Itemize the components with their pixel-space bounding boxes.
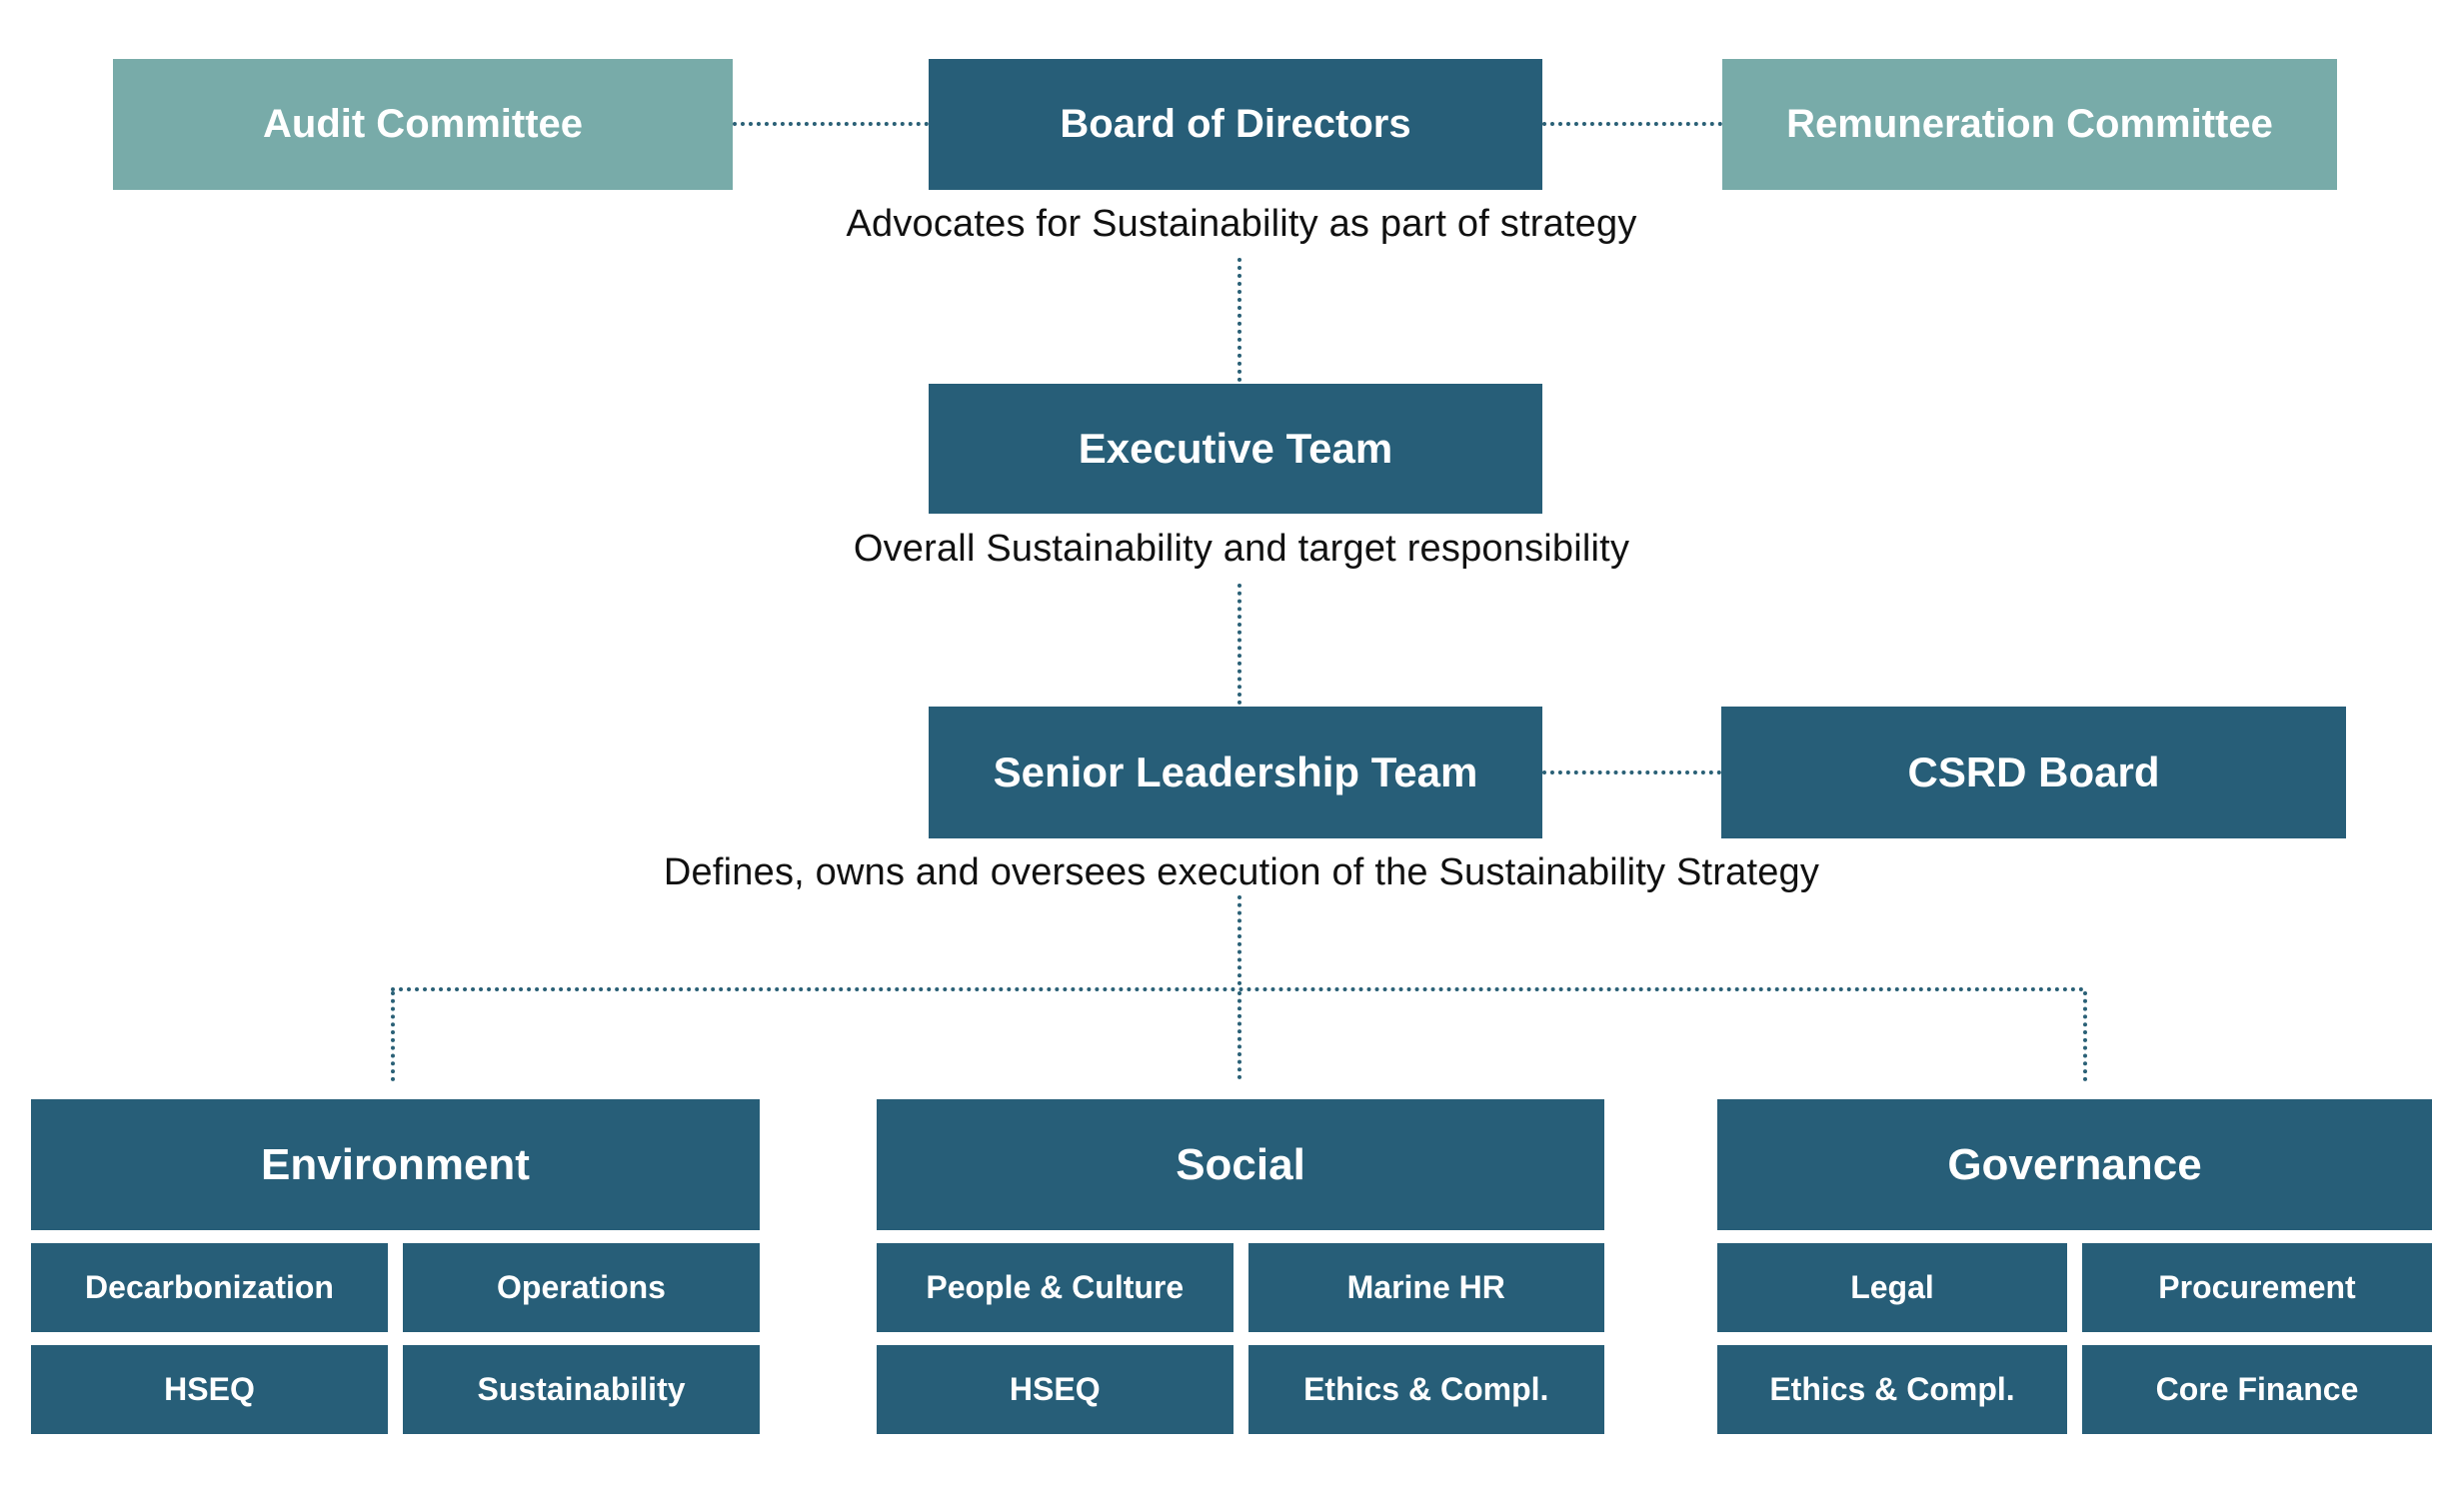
executive-team-box: Executive Team: [929, 384, 1542, 514]
environment-item-box: Operations: [403, 1243, 760, 1332]
social-item-box: Ethics & Compl.: [1247, 1345, 1604, 1434]
governance-header-box: Governance: [1717, 1099, 2432, 1230]
connector-board-to-remuneration: [1542, 122, 1722, 126]
slt-annotation: Defines, owns and oversees execution of …: [663, 851, 1820, 893]
connector-executive-to-slt: [1237, 584, 1241, 705]
connector-slt-split-stem: [1237, 895, 1241, 985]
social-item-box: Marine HR: [1247, 1243, 1604, 1332]
pillar-environment: Environment Decarbonization Operations H…: [31, 1099, 760, 1434]
senior-leadership-team-box: Senior Leadership Team: [929, 707, 1542, 838]
connector-audit-to-board: [733, 122, 929, 126]
csrd-board-box: CSRD Board: [1721, 707, 2346, 838]
environment-header-box: Environment: [31, 1099, 760, 1230]
social-item-box: HSEQ: [877, 1345, 1233, 1434]
connector-drop-environment: [391, 991, 395, 1081]
governance-item-box: Procurement: [2082, 1243, 2432, 1332]
connector-slt-to-csrd: [1542, 770, 1721, 774]
connector-split-horizontal: [391, 987, 2085, 991]
connector-drop-governance: [2083, 991, 2087, 1081]
social-header-box: Social: [877, 1099, 1604, 1230]
remuneration-committee-box: Remuneration Committee: [1722, 59, 2337, 190]
pillar-governance: Governance Legal Procurement Ethics & Co…: [1717, 1099, 2432, 1434]
environment-item-box: HSEQ: [31, 1345, 388, 1434]
executive-annotation: Overall Sustainability and target respon…: [853, 528, 1630, 570]
governance-item-box: Core Finance: [2082, 1345, 2432, 1434]
governance-item-box: Ethics & Compl.: [1717, 1345, 2067, 1434]
governance-item-box: Legal: [1717, 1243, 2067, 1332]
social-item-box: People & Culture: [877, 1243, 1233, 1332]
environment-item-box: Decarbonization: [31, 1243, 388, 1332]
environment-item-box: Sustainability: [403, 1345, 760, 1434]
board-of-directors-box: Board of Directors: [929, 59, 1542, 190]
connector-board-to-executive: [1237, 258, 1241, 382]
audit-committee-box: Audit Committee: [113, 59, 733, 190]
connector-drop-social: [1237, 991, 1241, 1079]
pillar-social: Social People & Culture Marine HR HSEQ E…: [877, 1099, 1604, 1434]
board-annotation: Advocates for Sustainability as part of …: [846, 203, 1637, 245]
